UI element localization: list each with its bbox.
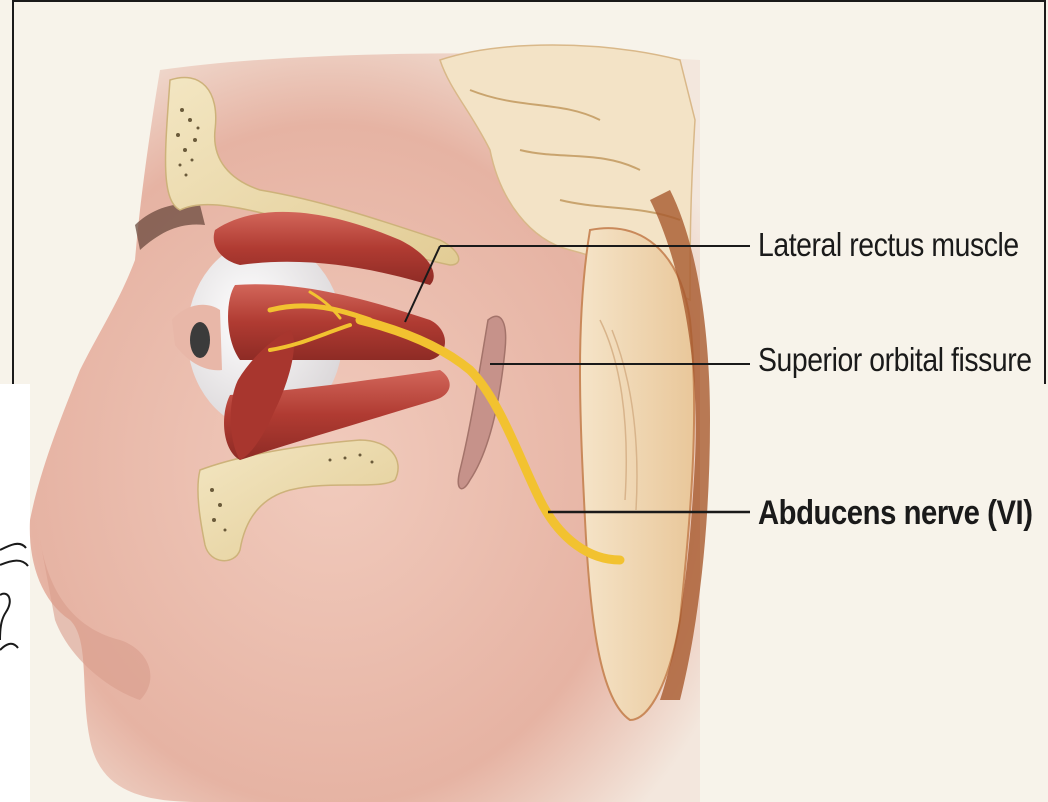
label-lateral-rectus-muscle: Lateral rectus muscle [758,226,1019,264]
label-superior-orbital-fissure: Superior orbital fissure [758,341,1032,379]
label-abducens-nerve: Abducens nerve (VI) [758,494,1033,533]
upper-frame-border [12,0,1046,384]
